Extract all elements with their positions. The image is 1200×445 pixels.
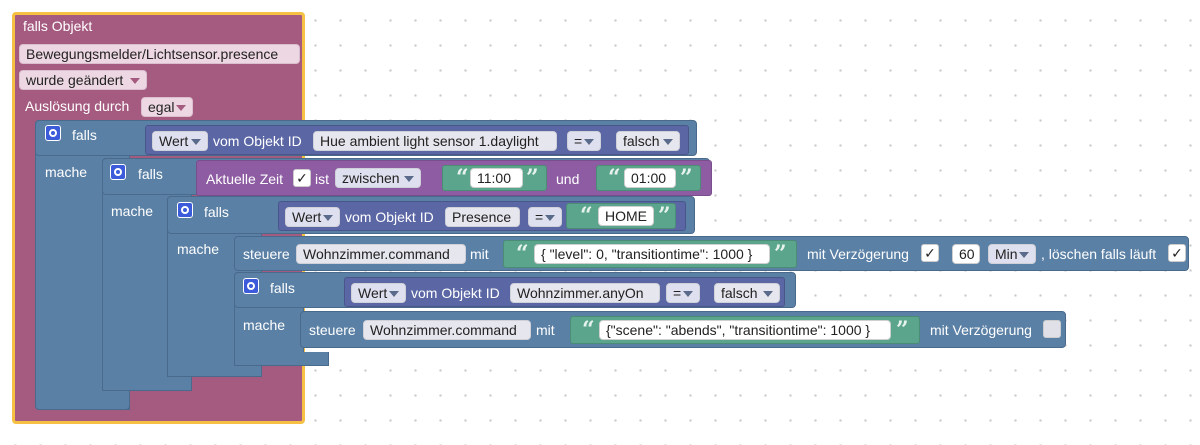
if3-vom-objekt-label: vom Objekt ID	[345, 209, 434, 225]
control1-clear-label: , löschen falls läuft	[1041, 246, 1157, 262]
gear-icon[interactable]	[110, 164, 126, 180]
if2-time-label: Aktuelle Zeit	[206, 171, 284, 187]
if3-value-field[interactable]: HOME	[598, 206, 654, 226]
gear-icon[interactable]	[243, 278, 259, 294]
if1-operator-dropdown[interactable]: =	[567, 131, 601, 151]
if-block-anyon-footer	[234, 352, 329, 366]
trigger-by-dropdown[interactable]: egal	[141, 97, 193, 117]
if3-object-id-field[interactable]: Presence	[445, 207, 520, 227]
if4-value-dropdown[interactable]: falsch	[714, 283, 780, 303]
quote-open-icon: “	[580, 203, 593, 229]
if2-und-label: und	[556, 171, 580, 187]
if2-start-field[interactable]: 11:00	[470, 168, 523, 188]
if1-falls-label: falls	[72, 127, 97, 143]
if-block-time-footer	[102, 378, 192, 391]
quote-close-icon: ”	[896, 317, 909, 343]
quote-close-icon: ”	[680, 165, 693, 191]
control2-delay-label: mit Verzögerung	[930, 322, 1032, 338]
control1-delay-unit-dropdown[interactable]: Min	[988, 244, 1036, 264]
if-block-daylight-footer	[35, 395, 130, 410]
gear-icon[interactable]	[45, 125, 61, 141]
if1-value-dropdown[interactable]: falsch	[616, 131, 680, 151]
if2-end-field[interactable]: 01:00	[624, 168, 676, 188]
trigger-title: falls Objekt	[23, 18, 93, 34]
if1-mache-label: mache	[45, 164, 88, 180]
control1-delay-checkbox[interactable]: ✓	[921, 244, 939, 262]
if2-falls-label: falls	[138, 166, 163, 182]
if3-falls-label: falls	[204, 204, 229, 220]
if1-wert-dropdown[interactable]: Wert	[152, 131, 208, 151]
control2-delay-checkbox[interactable]	[1043, 320, 1061, 338]
quote-close-icon: ”	[774, 241, 787, 267]
if4-mache-label: mache	[243, 317, 286, 333]
if1-vom-objekt-label: vom Objekt ID	[213, 133, 302, 149]
quote-open-icon: “	[608, 165, 621, 191]
control2-steuere-label: steuere	[309, 322, 356, 338]
control1-steuere-label: steuere	[243, 246, 290, 262]
trigger-by-label: Auslösung durch	[25, 98, 130, 114]
if2-ist-label: ist	[315, 171, 329, 187]
if2-mache-label: mache	[111, 203, 154, 219]
control2-object-id-field[interactable]: Wohnzimmer.command	[363, 320, 531, 340]
control1-value-field[interactable]: { "level": 0, "transitiontime": 1000 }	[534, 244, 770, 264]
control1-mit-label: mit	[470, 246, 489, 262]
control1-delay-label: mit Verzögerung	[807, 246, 909, 262]
control1-object-id-field[interactable]: Wohnzimmer.command	[296, 244, 466, 264]
quote-open-icon: “	[516, 241, 529, 267]
if4-falls-label: falls	[270, 280, 295, 296]
quote-close-icon: ”	[658, 203, 671, 229]
if4-operator-dropdown[interactable]: =	[666, 283, 700, 303]
trigger-object-id-field[interactable]: Bewegungsmelder/Lichtsensor.presence	[19, 44, 300, 64]
quote-open-icon: “	[582, 317, 595, 343]
if-block-presence-footer	[167, 366, 262, 377]
trigger-condition-dropdown[interactable]: wurde geändert	[19, 70, 147, 90]
if3-mache-label: mache	[177, 241, 220, 257]
if3-operator-dropdown[interactable]: =	[528, 207, 562, 227]
quote-open-icon: “	[456, 165, 469, 191]
if3-wert-dropdown[interactable]: Wert	[285, 207, 340, 227]
control1-delay-value-field[interactable]: 60	[952, 244, 980, 264]
control1-clear-checkbox[interactable]: ✓	[1168, 244, 1186, 262]
quote-close-icon: ”	[526, 165, 539, 191]
if4-wert-dropdown[interactable]: Wert	[351, 283, 406, 303]
if4-object-id-field[interactable]: Wohnzimmer.anyOn	[510, 283, 660, 303]
if1-object-id-field[interactable]: Hue ambient light sensor 1.daylight	[313, 131, 557, 151]
control2-mit-label: mit	[536, 322, 555, 338]
control2-value-field[interactable]: {"scene": "abends", "transitiontime": 10…	[599, 320, 891, 340]
if4-vom-objekt-label: vom Objekt ID	[411, 285, 500, 301]
gear-icon[interactable]	[177, 202, 193, 218]
if2-time-checkbox[interactable]: ✓	[293, 169, 311, 187]
if2-mode-dropdown[interactable]: zwischen	[335, 168, 421, 188]
